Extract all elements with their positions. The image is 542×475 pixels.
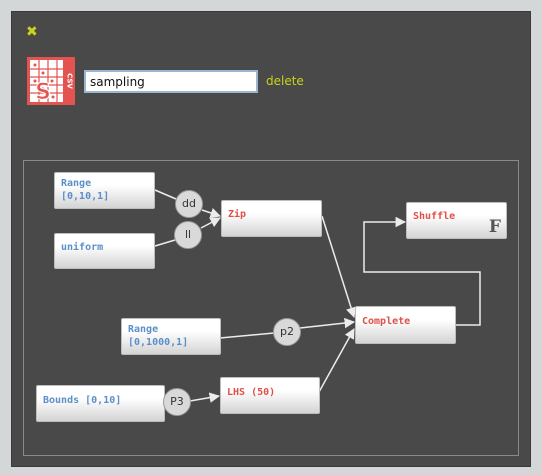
node-complete-label: Complete bbox=[362, 316, 411, 327]
node-uniform[interactable]: uniform bbox=[54, 233, 155, 269]
node-shuffle[interactable]: Shuffle F bbox=[406, 202, 507, 239]
badge-p2[interactable]: p2 bbox=[273, 318, 301, 346]
node-lhs[interactable]: LHS (50) bbox=[220, 377, 320, 414]
node-range-2[interactable]: Range [0,1000,1] bbox=[121, 318, 221, 355]
logo-big-text: S bbox=[35, 80, 51, 105]
workflow-canvas[interactable] bbox=[23, 160, 519, 456]
logo-small-text: CSV bbox=[66, 73, 74, 89]
node-range-2-params: [0,1000,1] bbox=[128, 337, 189, 348]
shuffle-marker-icon: F bbox=[488, 217, 501, 237]
node-zip-label: Zip bbox=[228, 209, 247, 220]
node-range-1[interactable]: Range [0,10,1] bbox=[54, 172, 155, 209]
node-range-1-params: [0,10,1] bbox=[61, 191, 110, 202]
close-icon[interactable]: ✖ bbox=[26, 24, 38, 40]
node-lhs-label: LHS (50) bbox=[227, 387, 276, 398]
delete-link[interactable]: delete bbox=[266, 74, 304, 88]
node-complete[interactable]: Complete bbox=[355, 306, 456, 344]
node-range-2-title: Range bbox=[128, 324, 159, 335]
node-bounds[interactable]: Bounds [0,10] bbox=[36, 385, 165, 422]
node-range-1-title: Range bbox=[61, 178, 92, 189]
node-uniform-label: uniform bbox=[61, 242, 104, 253]
workflow-name-input[interactable] bbox=[84, 70, 258, 93]
node-shuffle-label: Shuffle bbox=[413, 211, 456, 222]
node-bounds-label: Bounds [0,10] bbox=[43, 395, 122, 406]
csv-sampling-logo-icon: CSV S bbox=[27, 57, 75, 105]
node-zip[interactable]: Zip bbox=[221, 200, 322, 237]
badge-p3[interactable]: P3 bbox=[163, 388, 191, 416]
badge-dd[interactable]: dd bbox=[175, 190, 203, 218]
badge-ll[interactable]: ll bbox=[174, 221, 202, 249]
